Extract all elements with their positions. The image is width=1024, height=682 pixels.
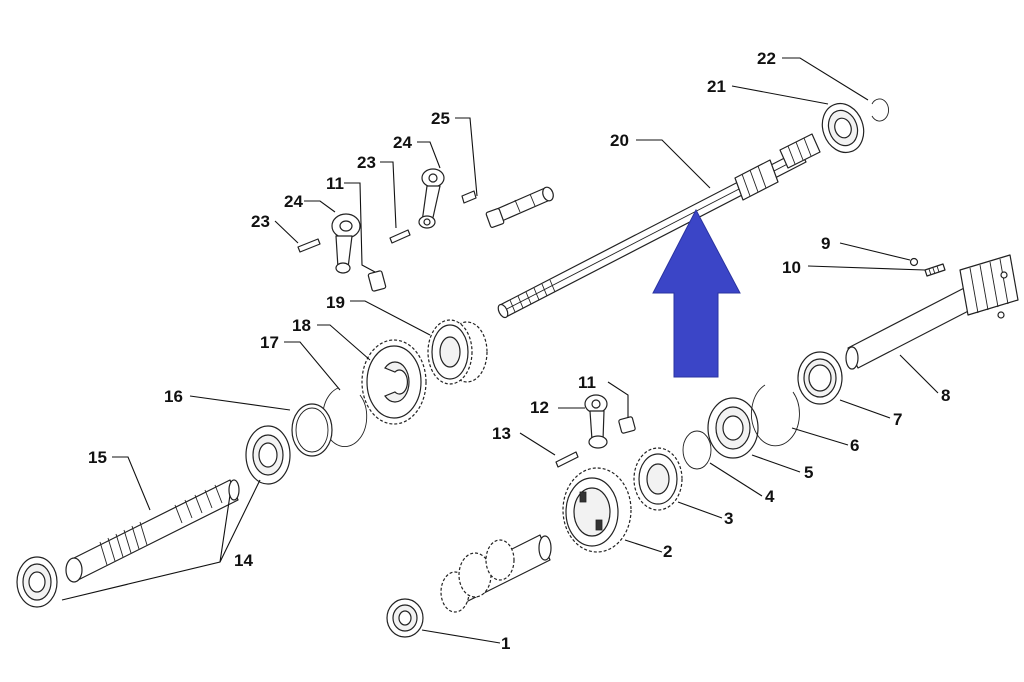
callout-11-upper: 11 bbox=[326, 174, 344, 193]
part-17-snap-ring[interactable] bbox=[322, 387, 368, 448]
part-1-bearing[interactable] bbox=[386, 598, 424, 638]
callout-10: 10 bbox=[782, 258, 801, 277]
callout-labels: 1 2 3 4 5 6 7 8 9 10 11 12 13 14 15 16 1… bbox=[88, 49, 950, 653]
callout-23-right: 23 bbox=[357, 153, 376, 172]
callout-2: 2 bbox=[663, 542, 672, 561]
part-5-bearing[interactable] bbox=[707, 397, 759, 459]
part-21-bearing[interactable] bbox=[816, 98, 871, 159]
callout-9: 9 bbox=[821, 234, 830, 253]
part-20-main-shaft[interactable] bbox=[496, 133, 821, 319]
part-14-bearing-upper[interactable] bbox=[245, 425, 291, 485]
part-10-spring[interactable] bbox=[924, 263, 946, 277]
callout-22: 22 bbox=[757, 49, 776, 68]
part-23-pin-right[interactable] bbox=[389, 229, 411, 244]
callout-5: 5 bbox=[804, 463, 813, 482]
callout-24-left: 24 bbox=[284, 192, 303, 211]
callout-12: 12 bbox=[530, 398, 549, 417]
part-6-snap-ring[interactable] bbox=[750, 384, 800, 447]
callout-24-right: 24 bbox=[393, 133, 412, 152]
part-3-synchro-ring[interactable] bbox=[633, 447, 683, 511]
callout-8: 8 bbox=[941, 386, 950, 405]
callout-13: 13 bbox=[492, 424, 511, 443]
part-22-snap-ring[interactable] bbox=[871, 98, 889, 122]
part-7-seal[interactable] bbox=[797, 351, 843, 405]
callout-16: 16 bbox=[164, 387, 183, 406]
callout-3: 3 bbox=[724, 509, 733, 528]
callout-19: 19 bbox=[326, 293, 345, 312]
up-arrow-icon bbox=[652, 208, 741, 378]
callout-17: 17 bbox=[260, 333, 279, 352]
part-18-large-gear[interactable] bbox=[361, 339, 427, 425]
part-8-output-shaft[interactable] bbox=[845, 254, 1019, 370]
callout-7: 7 bbox=[893, 410, 902, 429]
callout-1: 1 bbox=[501, 634, 510, 653]
callout-23-left: 23 bbox=[251, 212, 270, 231]
callout-25: 25 bbox=[431, 109, 450, 128]
leader-lines bbox=[61, 57, 939, 644]
part-11-shift-block-upper[interactable] bbox=[367, 270, 387, 292]
part-2-cluster-gear[interactable] bbox=[440, 534, 552, 613]
callout-14: 14 bbox=[234, 551, 253, 570]
part-24-shift-arm-right[interactable] bbox=[418, 168, 445, 229]
part-11-shift-block-lower[interactable] bbox=[618, 416, 636, 434]
callout-4: 4 bbox=[765, 487, 775, 506]
callout-21: 21 bbox=[707, 77, 726, 96]
part-9-ball[interactable] bbox=[909, 257, 919, 267]
callout-6: 6 bbox=[850, 436, 859, 455]
part-2-gear-housing[interactable] bbox=[562, 467, 632, 553]
part-24-shift-arm-left[interactable] bbox=[331, 213, 361, 274]
part-19-double-gear[interactable] bbox=[427, 319, 488, 385]
part-23-pin-left[interactable] bbox=[297, 238, 321, 253]
part-25-shift-shaft[interactable] bbox=[461, 186, 555, 228]
callout-15: 15 bbox=[88, 448, 107, 467]
part-12-shift-arm[interactable] bbox=[584, 394, 608, 449]
part-15-pinion-shaft[interactable] bbox=[65, 479, 240, 583]
part-16-ring[interactable] bbox=[291, 403, 333, 457]
part-4-snap-ring[interactable] bbox=[682, 430, 712, 470]
callout-20: 20 bbox=[610, 131, 629, 150]
part-13-pin[interactable] bbox=[555, 451, 579, 468]
callout-18: 18 bbox=[292, 316, 311, 335]
part-14-bearing-lower[interactable] bbox=[16, 556, 58, 608]
callout-11-lower: 11 bbox=[578, 373, 596, 392]
